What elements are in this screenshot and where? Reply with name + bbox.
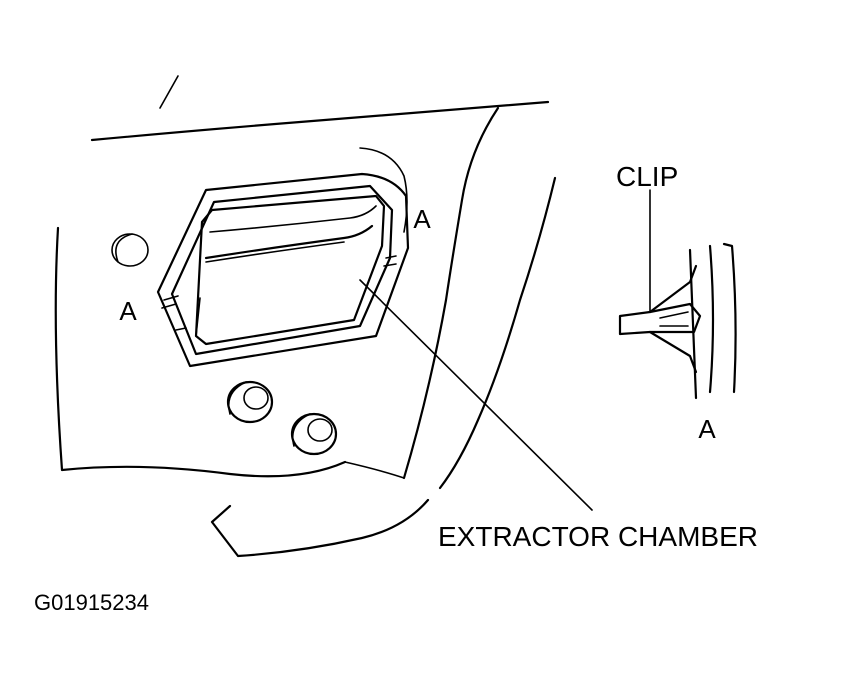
extractor-chamber (156, 147, 410, 368)
body-panel (54, 75, 557, 558)
label-a-left: A (119, 296, 137, 326)
label-a-right: A (413, 204, 431, 234)
clip-detail (618, 189, 737, 400)
label-extractor-chamber: EXTRACTOR CHAMBER (438, 521, 758, 552)
figure-code: G01915234 (34, 590, 149, 615)
label-a-clip: A (698, 414, 716, 444)
mounting-holes (111, 233, 338, 456)
extractor-chamber-leader (359, 279, 593, 511)
label-clip: CLIP (616, 161, 678, 192)
